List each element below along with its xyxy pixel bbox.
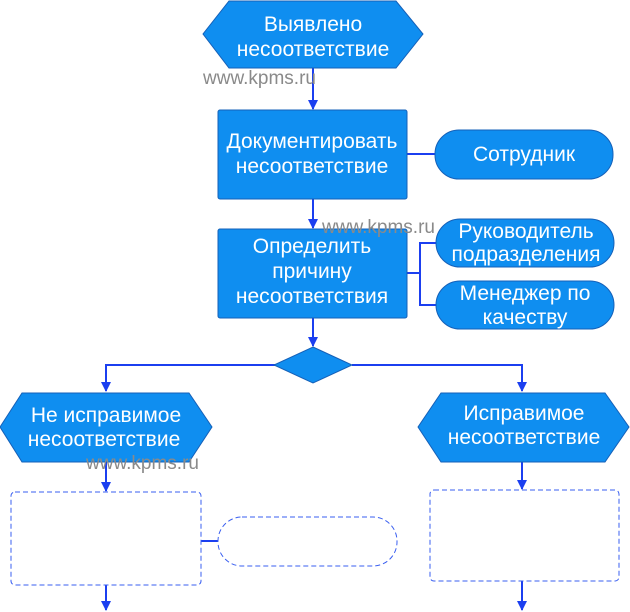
cause-process [217, 228, 408, 319]
edge-cause-roles [407, 242, 436, 306]
placeholder-process-right [429, 489, 620, 582]
head-role-line2: подразделения [452, 243, 601, 266]
employee-role [434, 129, 614, 180]
watermark-2: www.kpms.ru [321, 217, 435, 238]
non-correctable-line1: Не исправимое [31, 404, 181, 427]
correctable-line2: несоответствие [448, 426, 601, 449]
decision-diamond [272, 346, 354, 384]
cause-process-line3: несоответствия [236, 285, 388, 308]
document-process-line2: несоответствие [236, 155, 389, 178]
document-process-line1: Документировать [227, 130, 398, 153]
start-node-line1: Выявлено [264, 13, 362, 36]
start-node [202, 0, 424, 69]
non-correctable-line2: несоответствие [28, 428, 181, 451]
document-process [217, 109, 408, 200]
placeholder-role [217, 516, 398, 567]
employee-role-label: Сотрудник [473, 143, 576, 166]
watermark-1: www.kpms.ru [202, 68, 316, 89]
quality-manager-role-line1: Менеджер по [460, 282, 591, 305]
quality-manager-role [435, 280, 615, 330]
edge-decision-left [101, 364, 276, 392]
correctable-node [417, 392, 630, 463]
placeholder-process-left [10, 491, 202, 586]
watermark-3: www.kpms.ru [85, 453, 199, 474]
edge-decision-right [352, 364, 527, 392]
cause-process-line2: причину [272, 260, 352, 283]
correctable-line1: Исправимое [463, 402, 584, 425]
cause-process-line1: Определить [253, 235, 371, 258]
start-node-line2: несоответствие [237, 38, 390, 61]
head-role [435, 218, 615, 268]
non-correctable-node [0, 392, 213, 463]
quality-manager-role-line2: качеству [483, 306, 568, 329]
head-role-line1: Руководитель [458, 220, 593, 243]
